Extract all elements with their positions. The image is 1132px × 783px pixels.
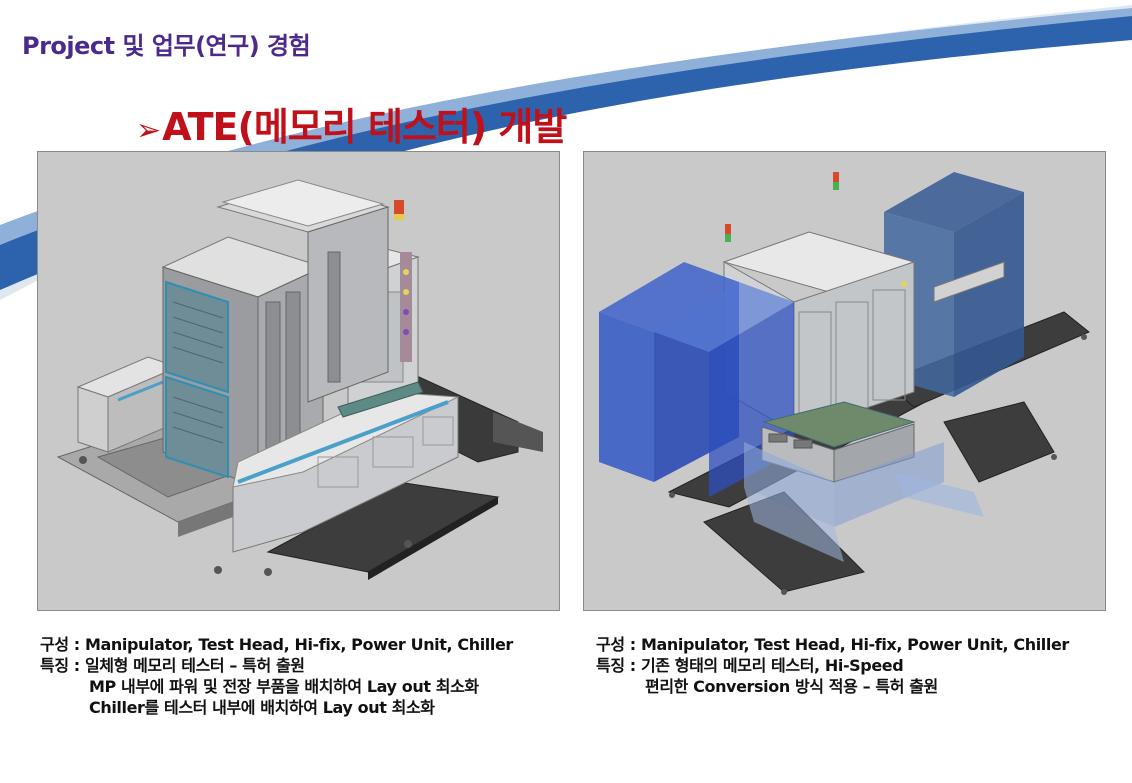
composition-label: 구성 : <box>596 635 636 654</box>
right-description: 구성 : Manipulator, Test Head, Hi-fix, Pow… <box>596 634 1116 697</box>
arrow-bullet-icon: ➢ <box>136 113 161 148</box>
left-feature-row: MP 내부에 파워 및 전장 부품을 배치하여 Lay out 최소화 <box>89 677 479 696</box>
conventional-tester-render <box>583 151 1106 611</box>
left-composition-row: 구성 : Manipulator, Test Head, Hi-fix, Pow… <box>40 634 560 655</box>
slide-title-text: ATE(메모리 테스터) 개발 <box>162 105 567 149</box>
conventional-tester-drawing <box>599 172 1090 595</box>
feature-label: 특징 : <box>40 656 80 675</box>
slide-title: ➢ATE(메모리 테스터) 개발 <box>136 96 567 151</box>
right-composition-row: 구성 : Manipulator, Test Head, Hi-fix, Pow… <box>596 634 1116 655</box>
composition-text: Manipulator, Test Head, Hi-fix, Power Un… <box>640 635 1069 654</box>
integrated-tester-render <box>37 151 560 611</box>
composition-text: Manipulator, Test Head, Hi-fix, Power Un… <box>84 635 513 654</box>
feature-text: 기존 형태의 메모리 테스터, Hi-Speed <box>640 656 904 675</box>
feature-label: 특징 : <box>596 656 636 675</box>
left-feature-row: Chiller를 테스터 내부에 배치하여 Lay out 최소화 <box>89 698 435 717</box>
integrated-tester-drawing <box>56 179 543 580</box>
composition-label: 구성 : <box>40 635 80 654</box>
header-title: Project 및 업무(연구) 경험 <box>22 32 311 60</box>
left-feature-row: 특징 : 일체형 메모리 테스터 – 특허 출원 <box>40 655 560 676</box>
background-swoosh <box>0 0 1132 300</box>
feature-text: 일체형 메모리 테스터 – 특허 출원 <box>84 656 305 675</box>
left-description: 구성 : Manipulator, Test Head, Hi-fix, Pow… <box>40 634 560 718</box>
right-feature-row: 특징 : 기존 형태의 메모리 테스터, Hi-Speed <box>596 655 1116 676</box>
right-feature-row: 편리한 Conversion 방식 적용 – 특허 출원 <box>645 677 938 696</box>
